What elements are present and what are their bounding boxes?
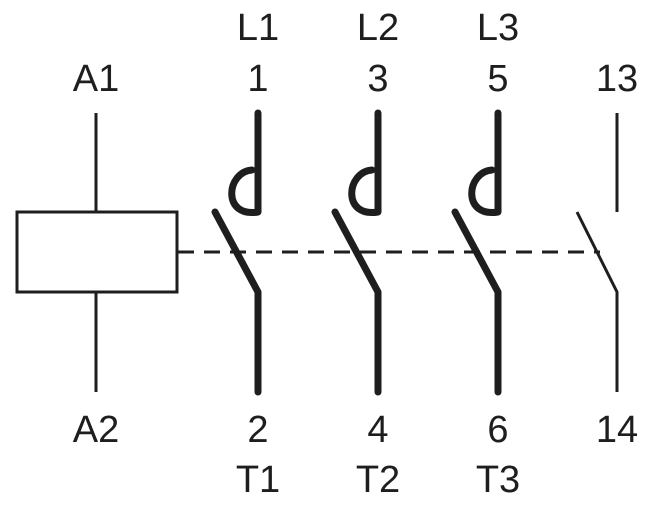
- main-pole-2: L2 3 4 T2: [331, 7, 400, 501]
- pole-1-line-label: L1: [237, 7, 279, 49]
- aux-terminal-14-label: 14: [596, 409, 638, 451]
- pole-1-input-terminal-label: 1: [247, 58, 268, 100]
- auxiliary-contact: 13 14: [575, 58, 638, 451]
- coil: A1 A2: [15, 58, 179, 451]
- pole-3-load-label: T3: [476, 459, 520, 501]
- pole-2-fixed-contact-hook: [348, 109, 382, 216]
- pole-3-output-terminal-label: 6: [487, 409, 508, 451]
- pole-2-output-terminal-label: 4: [367, 409, 388, 451]
- pole-3-line-label: L3: [477, 7, 519, 49]
- main-pole-1: L1 1 2 T1: [211, 7, 280, 501]
- aux-moving-contact: [575, 211, 619, 392]
- pole-2-load-label: T2: [356, 459, 400, 501]
- pole-2-moving-contact: [331, 208, 382, 396]
- pole-2-input-terminal-label: 3: [367, 58, 388, 100]
- pole-1-fixed-contact-hook: [228, 109, 262, 216]
- pole-1-load-label: T1: [236, 459, 280, 501]
- pole-3-moving-contact: [451, 208, 502, 396]
- coil-body: [15, 210, 179, 294]
- main-pole-3: L3 5 6 T3: [451, 7, 520, 501]
- pole-3-fixed-contact-hook: [468, 109, 502, 216]
- coil-terminal-a2-label: A2: [73, 409, 119, 451]
- pole-1-moving-contact: [211, 208, 262, 396]
- pole-2-line-label: L2: [357, 7, 399, 49]
- aux-terminal-13-label: 13: [596, 58, 638, 100]
- pole-1-output-terminal-label: 2: [247, 409, 268, 451]
- pole-3-input-terminal-label: 5: [487, 58, 508, 100]
- coil-terminal-a1-label: A1: [73, 58, 119, 100]
